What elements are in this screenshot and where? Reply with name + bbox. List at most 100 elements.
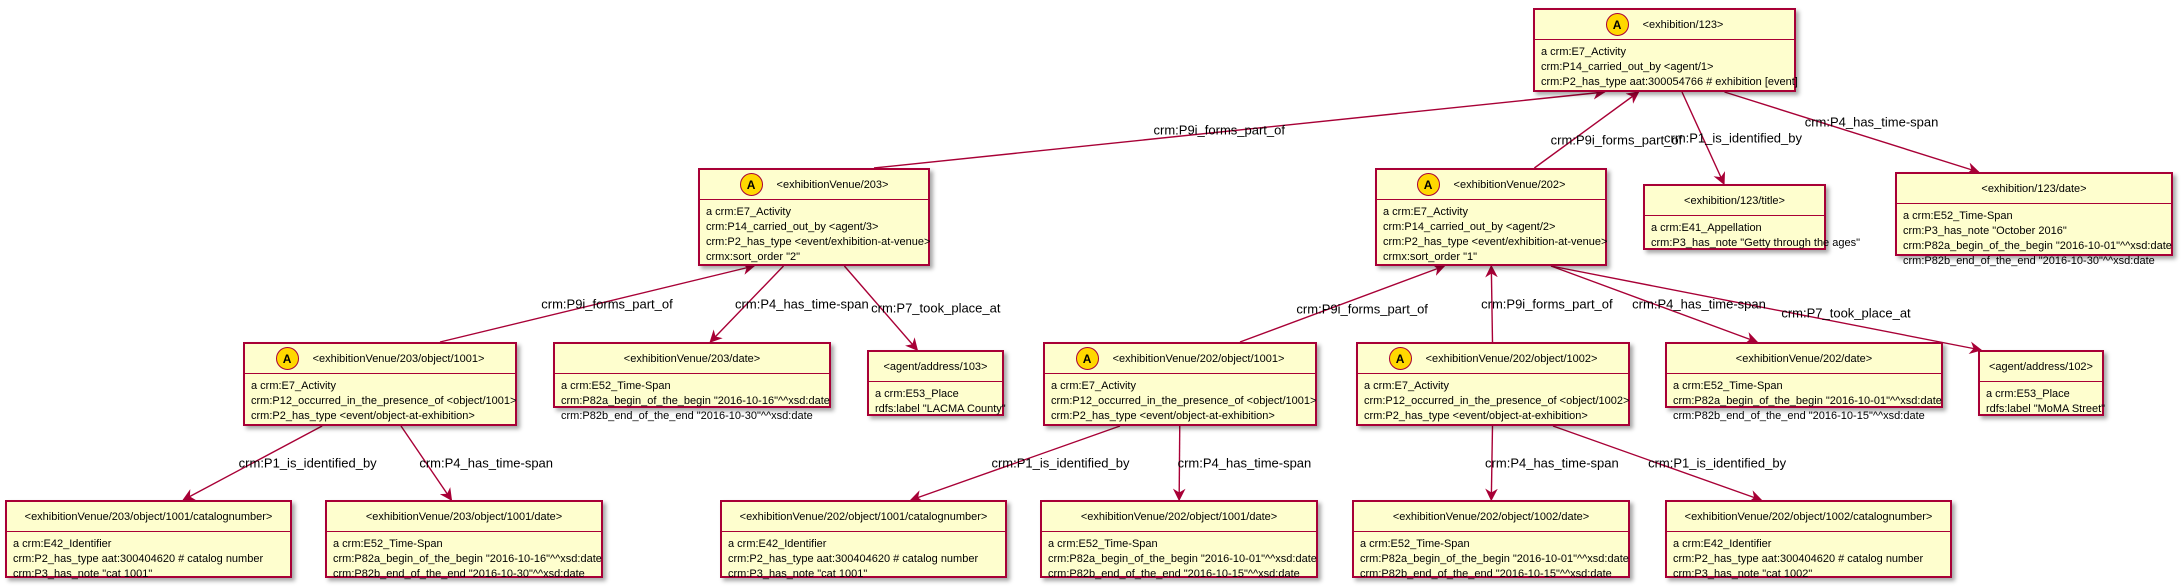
node-header: A <exhibitionVenue/202/object/1002> — [1358, 344, 1628, 374]
node-properties: a crm:E7_Activity crm:P12_occurred_in_the… — [245, 374, 517, 428]
node-title: <exhibitionVenue/203/object/1001> — [312, 352, 485, 365]
edge-arrow — [1550, 265, 1759, 344]
property-line: crmx:sort_order "2" — [706, 251, 800, 263]
edge-label: crm:P4_has_time-span — [735, 296, 869, 312]
node-header: <exhibitionVenue/202/object/1001/catalog… — [722, 502, 1005, 532]
edge-label: crm:P9i_forms_part_of — [1481, 296, 1613, 312]
property-line: crm:P82b_end_of_the_end "2016-10-15"^^xs… — [1048, 568, 1300, 580]
node-title: <agent/address/102> — [1989, 360, 2093, 373]
property-line: crm:P14_carried_out_by <agent/2> — [1383, 221, 1556, 233]
property-line: crm:P12_occurred_in_the_presence_of <obj… — [251, 395, 517, 407]
node-title: <exhibitionVenue/202/object/1002/catalog… — [1684, 510, 1933, 523]
node-title: <exhibitionVenue/202/object/1002> — [1425, 352, 1598, 365]
property-line: crm:P82b_end_of_the_end "2016-10-30"^^xs… — [561, 410, 813, 422]
property-line: crm:P82a_begin_of_the_begin "2016-10-01"… — [1048, 553, 1317, 565]
property-line: a crm:E7_Activity — [251, 380, 336, 392]
edge-label: crm:P9i_forms_part_of — [541, 296, 673, 312]
property-line: crm:P2_has_type <event/object-at-exhibit… — [1051, 410, 1275, 422]
node-title: <exhibitionVenue/202/object/1001> — [1112, 352, 1285, 365]
edge-arrow — [1172, 425, 1186, 502]
property-line: a crm:E52_Time-Span — [1903, 210, 2013, 222]
property-line: rdfs:label "LACMA County" — [875, 403, 1006, 415]
edge-label: crm:P7_took_place_at — [1781, 305, 1911, 321]
property-line: a crm:E7_Activity — [1051, 380, 1136, 392]
property-line: a crm:E52_Time-Span — [333, 538, 443, 550]
property-line: crmx:sort_order "1" — [1383, 251, 1477, 263]
property-line: crm:P3_has_note "Getty through the ages" — [1651, 237, 1860, 249]
node-date203_1001: <exhibitionVenue/203/object/1001/date> a … — [325, 500, 603, 580]
node-title: <exhibitionVenue/202/object/1002/date> — [1392, 510, 1590, 523]
edge-label: crm:P1_is_identified_by — [991, 455, 1130, 471]
edge-arrow — [873, 86, 1606, 169]
edge-arrow — [1724, 91, 1980, 175]
activity-badge-icon: A — [1388, 347, 1412, 370]
edge-arrow — [1552, 425, 1763, 503]
node-title: <exhibitionVenue/202/object/1001/catalog… — [739, 510, 988, 523]
node-obj203_1001: A<exhibitionVenue/203/object/1001>a crm:… — [243, 342, 517, 426]
property-line: a crm:E7_Activity — [1383, 206, 1468, 218]
node-obj202_1002: A <exhibitionVenue/202/object/1002> a crm:… — [1356, 342, 1630, 426]
edge-arrow — [1485, 264, 1498, 343]
node-header: <exhibition/123/date> — [1897, 174, 2171, 204]
property-line: crm:P3_has_note "October 2016" — [1903, 225, 2067, 237]
property-line: crm:P2_has_type <event/exhibition-at-ven… — [1383, 236, 1608, 248]
edge-arrow — [709, 265, 785, 343]
edge-label: crm:P1_is_identified_by — [238, 455, 377, 471]
node-title: <exhibitionVenue/203> — [776, 178, 889, 191]
property-line: a crm:E7_Activity — [1364, 380, 1449, 392]
node-properties: a crm:E7_Activity crm:P12_occurred_in_the… — [1358, 374, 1630, 428]
property-line: crm:P3_has_note "cat 1001" — [728, 568, 868, 580]
node-title: <exhibitionVenue/202> — [1453, 178, 1566, 191]
edge-arrow — [400, 425, 453, 502]
property-line: a crm:E52_Time-Span — [1360, 538, 1470, 550]
node-cat203_1001: <exhibitionVenue/203/object/1001/catalog… — [5, 500, 292, 580]
edge-arrow — [1550, 265, 1983, 355]
edge-label: crm:P4_has_time-span — [419, 455, 554, 471]
node-header: A<exhibitionVenue/202> — [1377, 170, 1605, 200]
node-obj202_1001: A <exhibitionVenue/202/object/1001> a crm:… — [1043, 342, 1317, 426]
node-cat202_1001: <exhibitionVenue/202/object/1001/catalog… — [720, 500, 1007, 580]
node-exh123date: <exhibition/123/date> a crm:E52_Time-Span… — [1895, 172, 2173, 267]
property-line: crm:P82a_begin_of_the_begin "2016-10-01"… — [1673, 395, 1942, 407]
node-header: <exhibition/123/title> — [1645, 186, 1824, 216]
edge-arrow — [182, 425, 323, 501]
property-line: crm:P82a_begin_of_the_begin "2016-10-01"… — [1360, 553, 1629, 565]
node-header: <exhibitionVenue/203/object/1001/date> — [327, 502, 601, 532]
node-title: <exhibition/123/title> — [1684, 194, 1785, 207]
node-properties: a crm:E7_Activity crm:P14_carried_out_by … — [1377, 200, 1608, 269]
property-line: crm:P14_carried_out_by <agent/3> — [706, 221, 879, 233]
property-line: a crm:E7_Activity — [1541, 46, 1626, 58]
node-title: <exhibitionVenue/202/date> — [1735, 352, 1873, 365]
property-line: a crm:E52_Time-Span — [1673, 380, 1783, 392]
property-line: crm:P12_occurred_in_the_presence_of <obj… — [1364, 395, 1630, 407]
node-venue203date: <exhibitionVenue/203/date>a crm:E52_Time… — [553, 342, 831, 422]
edge-label: crm:P9i_forms_part_of — [1153, 122, 1286, 138]
edge-label: crm:P1_is_identified_by — [1648, 455, 1787, 471]
property-line: crm:P82b_end_of_the_end "2016-10-30"^^xs… — [333, 568, 585, 580]
node-header: <agent/address/102> — [1980, 352, 2102, 382]
activity-badge-icon: A — [1075, 347, 1099, 370]
property-line: a crm:E41_Appellation — [1651, 222, 1762, 234]
property-line: crm:P82b_end_of_the_end "2016-10-30"^^xs… — [1903, 255, 2155, 267]
property-line: crm:P82a_begin_of_the_begin "2016-10-16"… — [561, 395, 830, 407]
property-line: crm:P82b_end_of_the_end "2016-10-15"^^xs… — [1360, 568, 1612, 580]
node-header: <exhibitionVenue/203/date> — [555, 344, 829, 374]
property-line: crm:P2_has_type <event/object-at-exhibit… — [1364, 410, 1588, 422]
node-header: <agent/address/103> — [869, 352, 1002, 382]
edge-arrow — [909, 425, 1121, 503]
node-header: <exhibitionVenue/202/date> — [1667, 344, 1941, 374]
node-header: A<exhibition/123> — [1535, 10, 1794, 40]
edge-arrow — [1485, 425, 1498, 502]
property-line: crm:P3_has_note "cat 1001" — [13, 568, 153, 580]
